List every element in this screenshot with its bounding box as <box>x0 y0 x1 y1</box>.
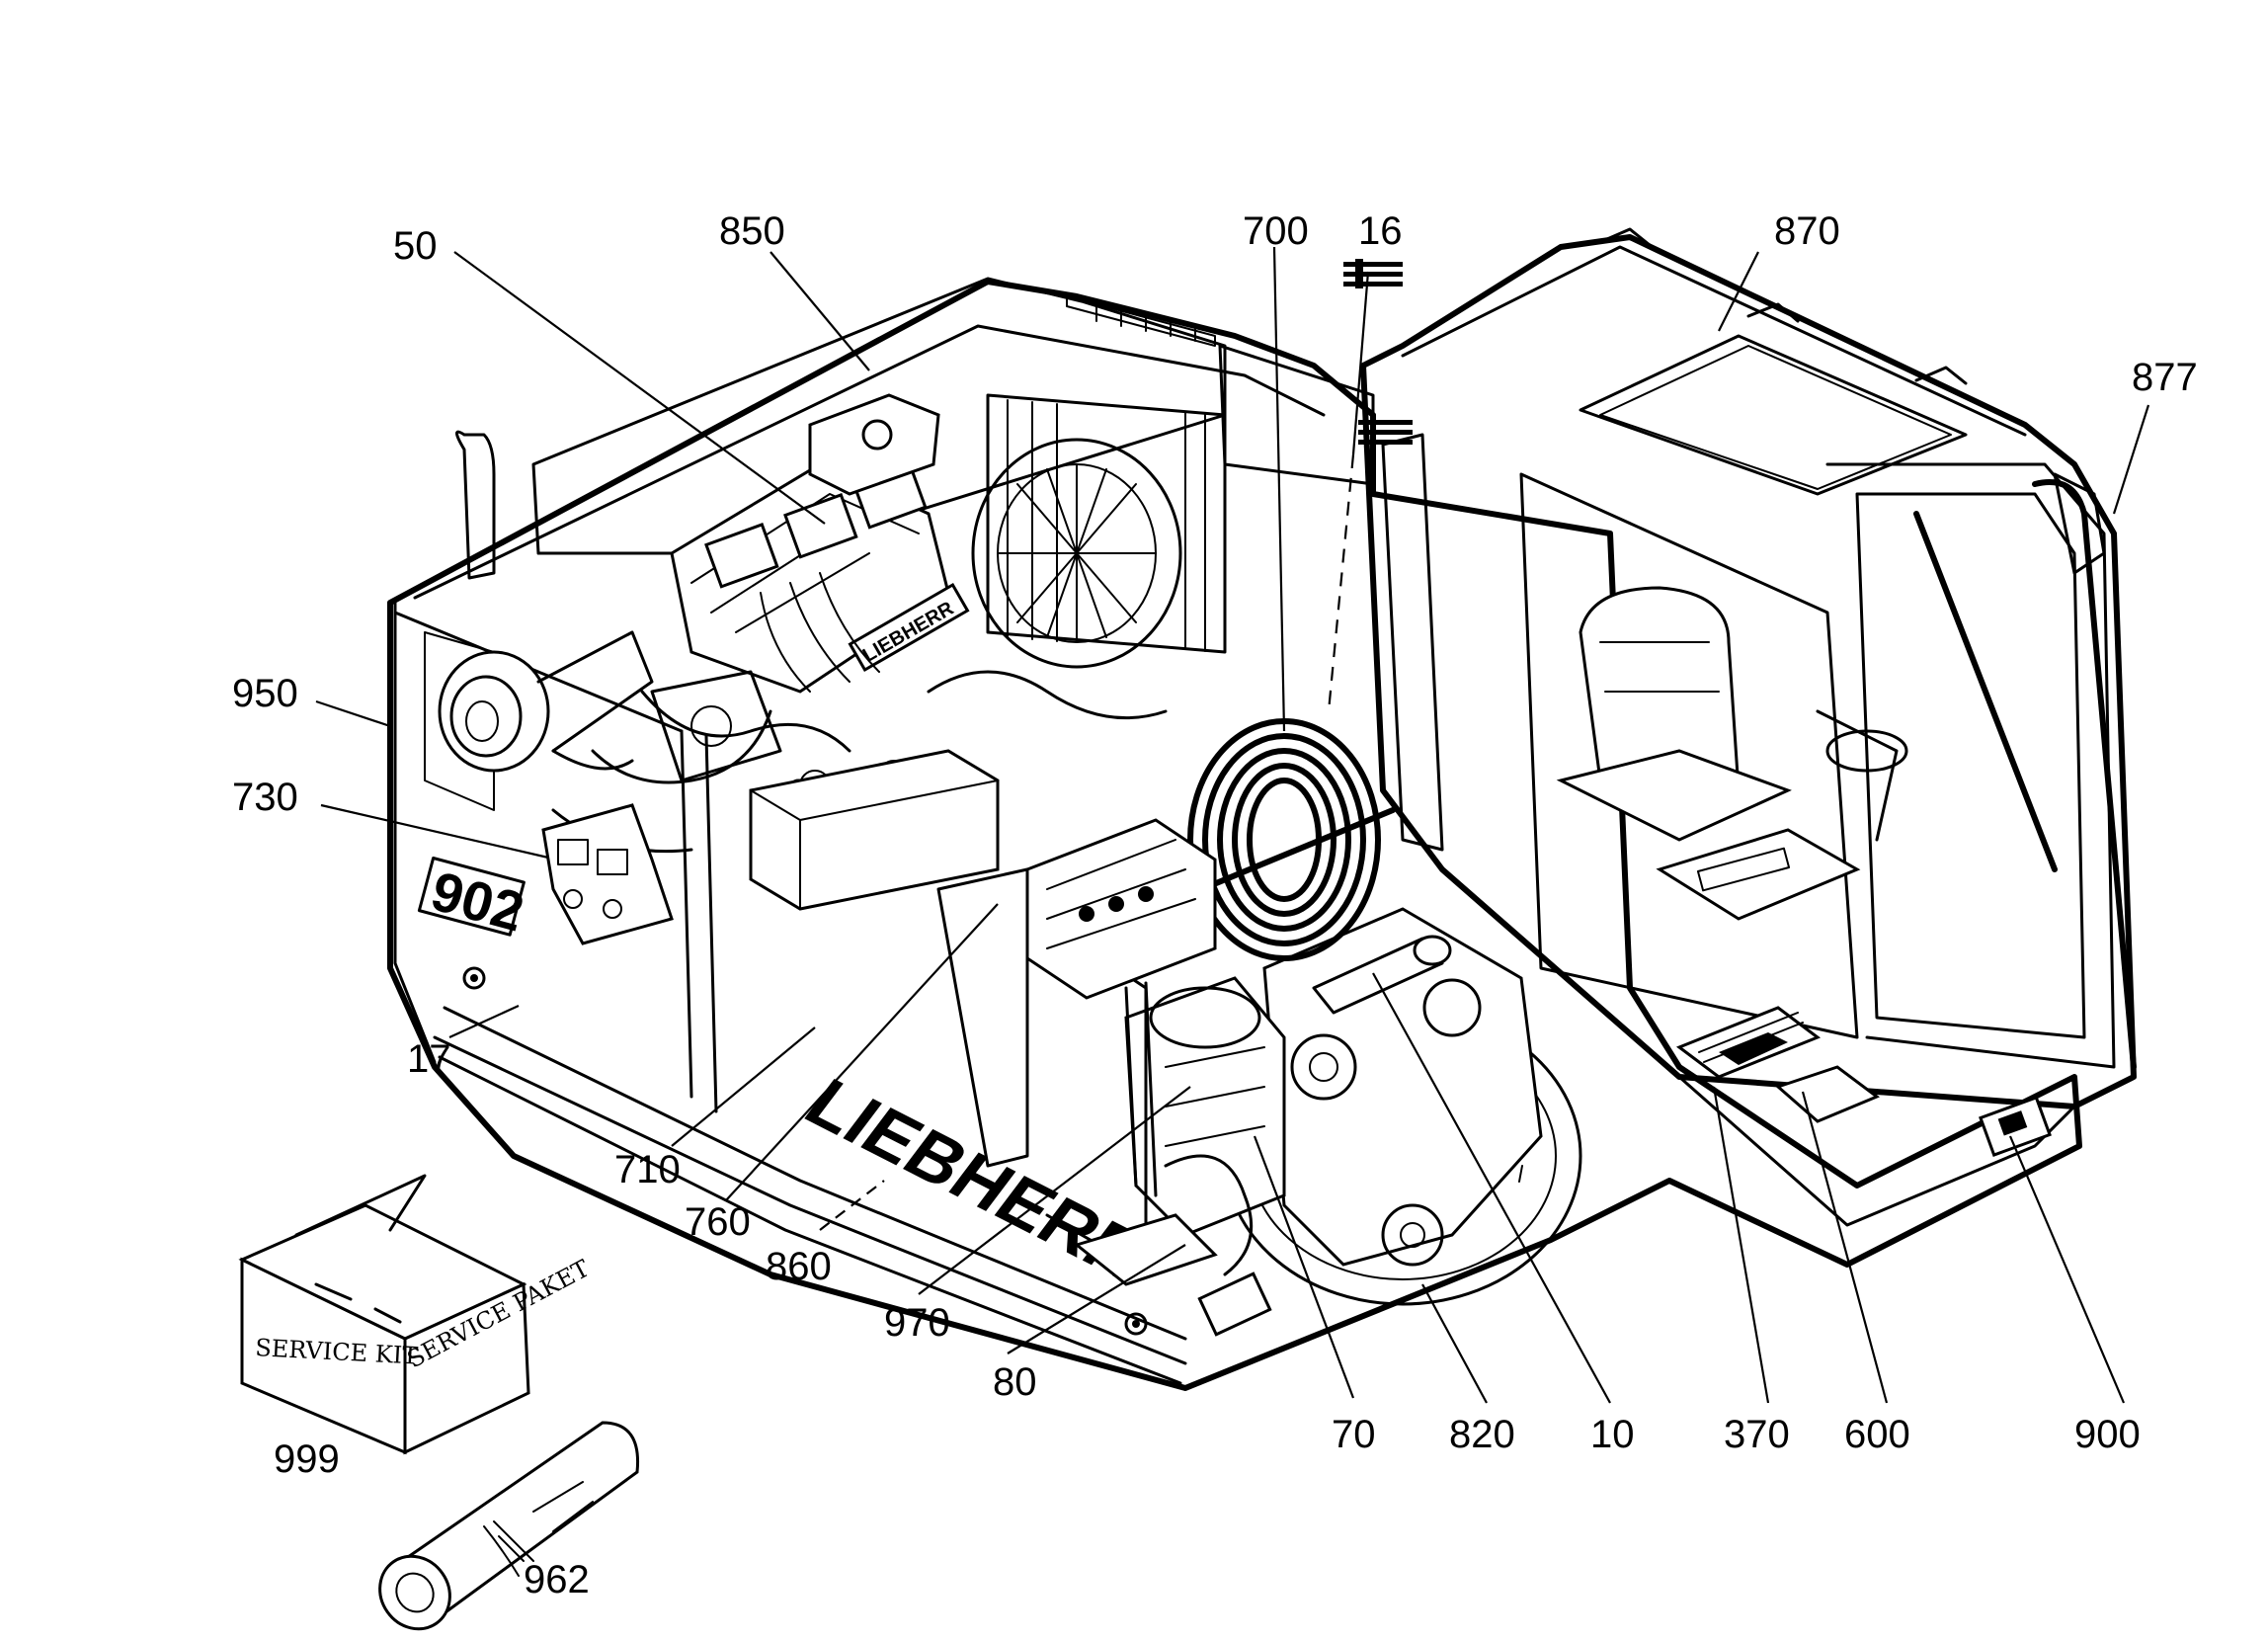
callout-877: 877 <box>2132 356 2198 399</box>
callout-860: 860 <box>766 1245 832 1288</box>
callout-900: 900 <box>2074 1413 2141 1456</box>
operator-seat <box>1556 586 1792 842</box>
callout-80: 80 <box>993 1360 1037 1404</box>
callout-760: 760 <box>685 1200 751 1244</box>
operator-cab <box>1360 227 2137 1227</box>
callout-700: 700 <box>1243 209 1309 253</box>
callout-17: 17 <box>407 1037 451 1081</box>
callout-970: 970 <box>884 1301 950 1345</box>
callout-710: 710 <box>614 1148 681 1191</box>
callout-10: 10 <box>1590 1413 1635 1456</box>
callout-999: 999 <box>274 1437 340 1481</box>
callout-370: 370 <box>1724 1413 1790 1456</box>
callout-50: 50 <box>393 224 438 268</box>
callout-600: 600 <box>1844 1413 1910 1456</box>
callout-950: 950 <box>232 672 298 715</box>
filter-cartridge-roll <box>378 1421 640 1631</box>
section-marker-icon <box>1343 259 1413 445</box>
swing-ring-assembly <box>936 718 1582 1306</box>
callout-numbers: 50 850 700 16 870 877 950 730 17 710 760… <box>232 209 2198 1601</box>
svg-text:902: 902 <box>425 860 530 944</box>
callout-70: 70 <box>1332 1413 1376 1456</box>
callout-820: 820 <box>1449 1413 1515 1456</box>
callout-leaders <box>315 246 2150 1404</box>
callout-16: 16 <box>1358 209 1403 253</box>
callout-850: 850 <box>719 209 785 253</box>
service-kit-box: SERVICE KIT SERVICE PAKET <box>238 1174 594 1455</box>
callout-730: 730 <box>232 776 298 819</box>
model-badge: 902 <box>417 856 530 944</box>
callout-870: 870 <box>1774 209 1840 253</box>
callout-962: 962 <box>524 1558 590 1601</box>
